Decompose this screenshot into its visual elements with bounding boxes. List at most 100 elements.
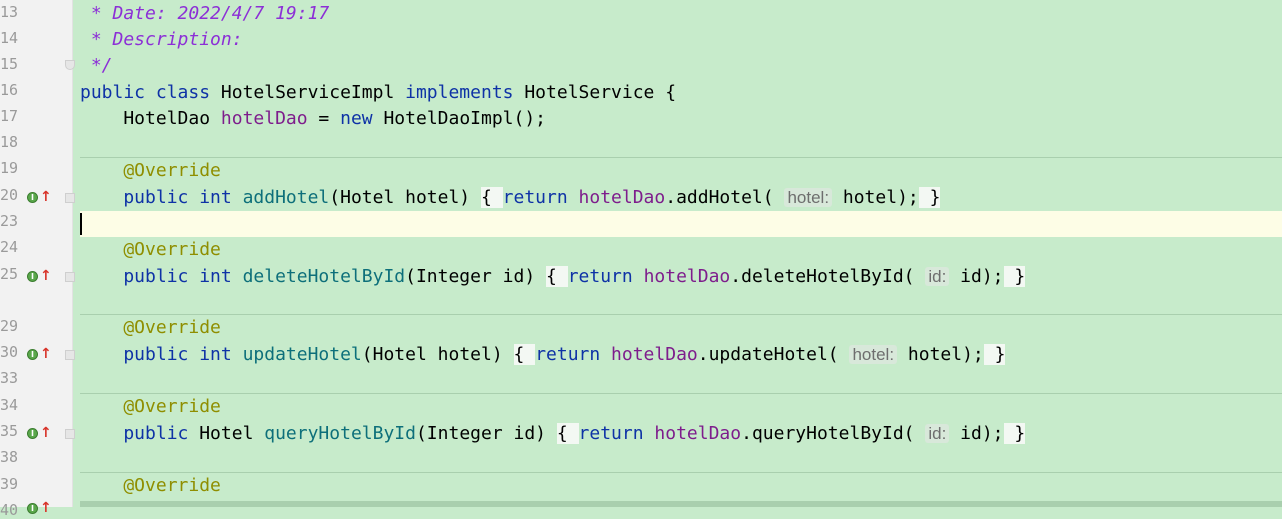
line-number: 25 [0, 265, 19, 283]
parameter-hint: hotel: [849, 345, 898, 364]
implementing-method-icon[interactable]: I↑ [27, 268, 52, 284]
keyword: new [340, 108, 384, 129]
code-line-current[interactable] [80, 211, 1282, 237]
line-number: 16 [0, 81, 19, 99]
open-brace: { [546, 266, 568, 287]
argument: id); [949, 266, 1004, 287]
keyword: public class [80, 82, 221, 103]
code-line[interactable]: * Description: [80, 29, 243, 50]
keyword: implements [405, 82, 525, 103]
field-name: hotelDao [611, 344, 698, 365]
field-name: hotelDao [654, 423, 742, 444]
fold-icon[interactable] [65, 429, 75, 439]
constructor-call: HotelDaoImpl(); [383, 108, 547, 129]
line-number: 35 [0, 422, 19, 440]
type-name: HotelDao [80, 108, 221, 129]
implementing-method-icon[interactable]: I↑ [27, 500, 52, 516]
keyword: return [535, 344, 612, 365]
code-line[interactable]: public int deleteHotelById(Integer id) {… [80, 264, 1282, 290]
fold-icon[interactable] [65, 60, 75, 70]
line-number: 30 [0, 343, 19, 361]
parameter-hint: id: [925, 424, 950, 443]
line-number: 24 [0, 238, 19, 256]
code-line[interactable]: public class HotelServiceImpl implements… [80, 80, 1282, 106]
line-number: 17 [0, 107, 19, 125]
code-editor[interactable]: * Date: 2022/4/7 19:17 * Description: */… [80, 0, 1282, 507]
method-params: (Hotel hotel) [329, 187, 481, 208]
line-number: 13 [0, 3, 19, 21]
editor-gutter: 13 14 15 16 17 18 19 20 23 24 25 29 30 3… [0, 0, 75, 519]
line-number: 34 [0, 396, 19, 414]
line-number: 23 [0, 212, 19, 230]
line-number: 38 [0, 448, 19, 466]
annotation: @Override [80, 160, 221, 181]
code-line[interactable]: @Override [80, 393, 1282, 420]
code-line[interactable]: * Date: 2022/4/7 19:17 [80, 3, 330, 24]
implementing-method-icon[interactable]: I↑ [27, 189, 52, 205]
fold-icon[interactable] [65, 193, 75, 203]
close-brace: } [1003, 423, 1026, 444]
annotation: @Override [80, 239, 221, 260]
code-line[interactable]: @Override [80, 472, 1282, 499]
line-number: 39 [0, 475, 19, 493]
fold-icon[interactable] [65, 350, 75, 360]
keyword: return [567, 266, 644, 287]
line-number: 19 [0, 159, 19, 177]
field-name: hotelDao [220, 108, 308, 129]
text-caret [80, 213, 82, 235]
method-name: deleteHotelById [242, 266, 406, 287]
open-brace: { [513, 344, 536, 365]
field-name: hotelDao [578, 187, 666, 208]
argument: id); [949, 423, 1004, 444]
code-line[interactable]: */ [80, 55, 113, 76]
close-brace: } [1003, 266, 1026, 287]
annotation: @Override [80, 475, 221, 496]
method-call: .deleteHotelById( [730, 266, 926, 287]
keyword: return [578, 423, 655, 444]
parameter-hint: id: [925, 267, 950, 286]
implementing-method-icon[interactable]: I↑ [27, 346, 52, 362]
annotation: @Override [80, 396, 221, 417]
interface-name: HotelService { [524, 82, 677, 103]
close-brace: } [983, 344, 1006, 365]
type-name: Hotel [199, 423, 265, 444]
line-number: 15 [0, 55, 19, 73]
argument: hotel); [832, 187, 919, 208]
method-call: .queryHotelById( [741, 423, 926, 444]
method-call: .updateHotel( [697, 344, 850, 365]
class-name: HotelServiceImpl [220, 82, 406, 103]
operator: = [307, 108, 341, 129]
open-brace: { [556, 423, 579, 444]
code-line[interactable]: public int addHotel(Hotel hotel) { retur… [80, 185, 1282, 211]
code-line[interactable]: public int updateHotel(Hotel hotel) { re… [80, 342, 1282, 368]
annotation: @Override [80, 317, 221, 338]
method-name: addHotel [242, 187, 330, 208]
fold-icon[interactable] [65, 272, 75, 282]
code-line[interactable]: @Override [80, 314, 1282, 341]
argument: hotel); [897, 344, 984, 365]
parameter-hint: hotel: [784, 188, 833, 207]
open-brace: { [480, 187, 503, 208]
line-number: 14 [0, 29, 19, 47]
keyword: public int [80, 266, 243, 287]
close-brace: } [918, 187, 941, 208]
keyword: public int [80, 344, 243, 365]
next-method-strip [80, 501, 1282, 507]
keyword: return [502, 187, 579, 208]
method-params: (Integer id) [415, 423, 557, 444]
line-number: 20 [0, 186, 19, 204]
method-params: (Integer id) [405, 266, 547, 287]
method-call: .addHotel( [665, 187, 785, 208]
code-line[interactable]: HotelDao hotelDao = new HotelDaoImpl(); [80, 106, 1282, 132]
code-line[interactable]: public Hotel queryHotelById(Integer id) … [80, 421, 1282, 447]
method-params: (Hotel hotel) [361, 344, 514, 365]
line-number: 29 [0, 317, 19, 335]
code-line[interactable]: @Override [80, 157, 1282, 184]
code-line[interactable]: @Override [80, 237, 1282, 263]
keyword: public int [80, 187, 243, 208]
line-number: 18 [0, 133, 19, 151]
implementing-method-icon[interactable]: I↑ [27, 425, 52, 441]
method-name: queryHotelById [264, 423, 416, 444]
line-number: 33 [0, 369, 19, 387]
keyword: public [80, 423, 200, 444]
